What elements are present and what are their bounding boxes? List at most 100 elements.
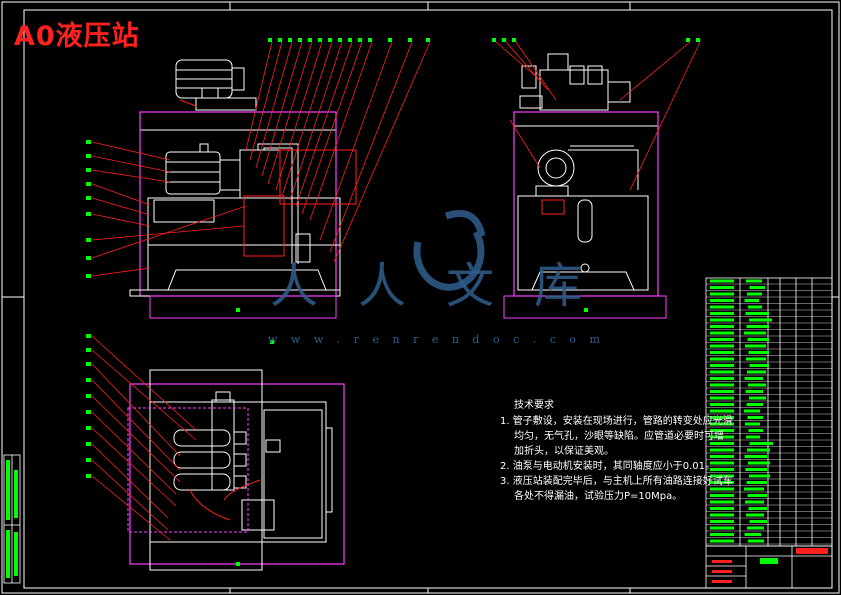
bom-cell-mark [745,422,760,426]
note-line: 3. 液压站装配完毕后，与主机上所有油路连接好试车 [500,476,733,487]
front-view [129,59,357,319]
bom-cell-mark [746,435,760,439]
bom-cell-mark [748,429,763,432]
note-line: 加折头，以保证美观。 [514,446,614,457]
front-cover-plate [153,199,215,223]
bom-cell-mark [747,338,769,341]
bom-cell-mark [710,533,734,536]
bom-cell-mark [710,487,734,491]
top-motor [175,59,257,111]
bom-cell-mark [746,513,764,517]
bom-green-text [710,279,773,543]
bom-cell-mark [747,292,762,296]
bom-cell-mark [710,338,734,341]
bom-cell-mark [710,331,734,335]
top-frame [149,369,263,571]
technical-requirements: 技术要求 1. 管子敷设，安装在现场进行，管路的转变处应光滑 均匀，无气孔，沙眼… [500,398,733,504]
bom-cell-mark [710,474,734,478]
note-line: 2. 油泵与电动机安装时，其同轴度应小于0.01。 [500,461,715,472]
top-magenta-dash [127,407,249,533]
bom-rows [706,283,832,545]
bom-cell-mark [710,383,734,387]
bom-cell-mark [710,500,734,504]
bom-cell-mark [710,370,734,374]
bom-cell-mark [710,507,734,510]
bom-cell-mark [710,429,734,432]
bom-cell-mark [746,481,767,484]
bom-cell-mark [710,520,734,523]
bom-cell-mark [710,312,734,315]
bom-cell-mark [748,351,769,354]
bom-cell-mark [744,299,759,302]
top-filter [325,427,333,513]
bom-cell-mark [710,468,734,471]
bom-cell-mark [747,526,764,530]
top-red-lines [189,479,261,521]
bom-cell-mark [749,286,765,289]
bom-cell-mark [710,279,734,283]
bom-cell-mark [710,435,734,439]
bom-cell-mark [745,344,766,348]
bom-cell-mark [746,279,762,283]
top-valve-stack [173,391,281,531]
bom-cell-mark [748,305,762,309]
bom-cell-mark [710,526,734,530]
side-pump [535,145,639,197]
bom-cell-mark [710,351,734,354]
bom-cell-mark [744,455,767,458]
bom-cell-mark [710,318,734,322]
bom-cell-mark [710,494,734,497]
bom-cell-mark [710,286,734,289]
bom-cell-mark [749,442,773,445]
bom-cell-mark [710,292,734,296]
bom-cell-mark [746,325,769,328]
left-strip-green-text [6,460,18,578]
left-strip-table [3,454,21,584]
bom-cell-mark [746,403,763,406]
bom-cell-mark [744,487,764,491]
leader-lines [91,41,701,541]
bom-cell-mark [710,481,734,484]
bom-cell-mark [710,390,734,393]
bom-cell-mark [710,416,734,419]
bom-cell-mark [748,383,766,387]
bom-cell-mark [749,318,772,322]
bom-cell-mark [710,513,734,517]
bom-cell-mark [745,500,764,504]
notes-heading: 技术要求 [514,400,554,411]
bom-cell-mark [744,533,761,536]
watermark-chinese: 人人文库 [270,258,623,314]
note-line: 各处不得漏油，试验压力P=10Mpa。 [514,491,683,502]
bom-cell-mark [748,539,764,543]
bom-cell-mark [710,448,734,452]
drawing-title: A0液压站 [14,21,140,52]
bom-cell-mark [748,507,767,510]
bom-cell-mark [747,370,766,374]
top-tank-inner [263,409,323,539]
bom-cell-mark [745,312,769,315]
bom-cell-mark [710,461,734,465]
side-base-outline [503,295,667,319]
bom-cell-mark [710,364,734,367]
bom-cell-mark [710,403,734,406]
bom-cell-mark [746,357,766,361]
bom-cell-mark [710,422,734,426]
bom-cell-mark [710,325,734,328]
bom-cell-mark [710,539,734,543]
bom-cell-mark [749,520,767,523]
bom-cell-mark [747,416,763,419]
bom-cell-mark [710,442,734,445]
note-line: 1. 管子敷设，安装在现场进行，管路的转变处应光滑 [500,416,733,427]
note-line: 均匀，无气孔，沙眼等缺陷。应管道必要时可增 [514,431,724,442]
front-base-outline [149,295,337,319]
bom-cell-mark [710,396,734,400]
bom-cell-mark [744,331,766,335]
bom-cell-mark [745,468,767,471]
top-motor-red-lead [179,99,197,107]
balloon-marks [86,38,700,566]
bom-cell-mark [749,396,766,400]
bom-cell-mark [745,390,763,393]
